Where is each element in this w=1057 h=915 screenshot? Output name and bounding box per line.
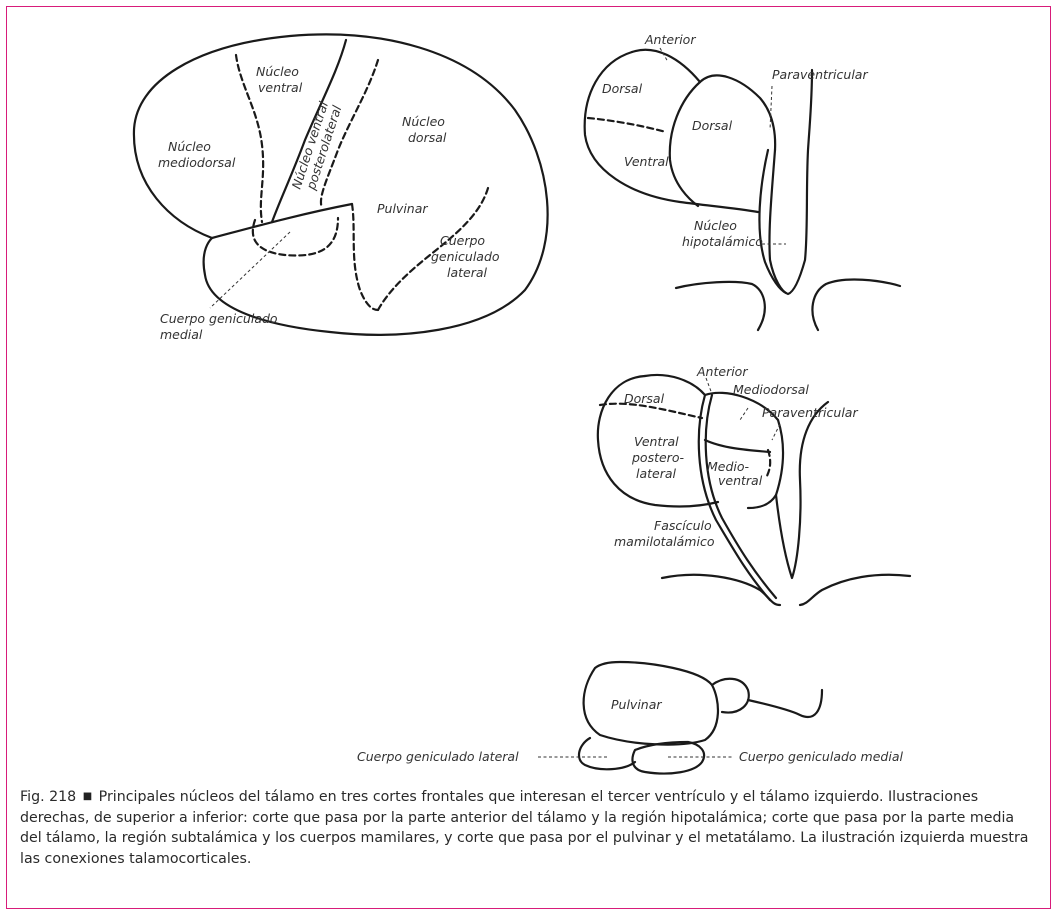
- s1-label-ventral: Ventral: [624, 154, 669, 169]
- label-nucleo-ventral-posterolateral: Núcleo ventral posterolateral: [289, 96, 346, 195]
- label-cuerpo-geniculado-lateral: Cuerpo geniculado lateral: [431, 233, 504, 280]
- anterior-leader-2: [706, 378, 712, 394]
- base-right-2: [800, 575, 910, 605]
- anterior-cap-1: [632, 50, 700, 82]
- label-nucleo-mediodorsal: Núcleo mediodorsal: [158, 139, 236, 170]
- caption-separator: ■: [81, 791, 94, 802]
- figure-number: Fig. 218: [20, 789, 76, 805]
- medial-geniculate-3: [632, 742, 704, 774]
- mamillothalamic-tract-2a: [699, 395, 770, 600]
- dorsal-right-outline-1: [700, 75, 775, 150]
- left-thalamus-illustration: [134, 34, 548, 334]
- s2-label-fasciculo-mamilotalamico: Fascículo mamilotalámico: [614, 518, 716, 549]
- label-pulvinar: Pulvinar: [377, 201, 428, 216]
- caption-text: Principales núcleos del tálamo en tres c…: [20, 789, 1029, 867]
- dorsal-ventral-boundary-1: [588, 118, 666, 132]
- label-nucleo-dorsal: Núcleo dorsal: [402, 114, 449, 145]
- s2-label-anterior: Anterior: [696, 364, 748, 379]
- label-nucleo-ventral: Núcleo ventral: [256, 64, 303, 95]
- thalamus-diagram: Núcleo ventral Núcleo ventral posterolat…: [0, 0, 1057, 780]
- s2-label-medioventral: Medio- ventral: [707, 459, 763, 488]
- lateral-geniculate-3: [579, 738, 635, 769]
- pulvinar-upper-boundary: [212, 204, 352, 238]
- medioventral-dash-2: [766, 450, 770, 478]
- medial-wall-3: [748, 690, 822, 717]
- pulvinar-lgn-boundary: [352, 204, 378, 310]
- s3-label-cuerpo-geniculado-medial: Cuerpo geniculado medial: [739, 749, 903, 764]
- base-left-1: [676, 282, 765, 330]
- s1-label-dorsal-right: Dorsal: [692, 118, 733, 133]
- s2-label-paraventricular: Paraventricular: [762, 405, 858, 420]
- paraventricular-leader-2: [772, 424, 780, 440]
- base-right-1: [812, 280, 900, 330]
- medial-geniculate-leader: [210, 232, 290, 308]
- s1-label-nucleo-hipotalamico: Núcleo hipotalámico: [682, 218, 763, 249]
- thalamus-outline: [134, 34, 548, 334]
- s3-label-pulvinar: Pulvinar: [611, 697, 662, 712]
- ventricle-wall-2: [776, 402, 828, 578]
- section-middle-illustration: [598, 375, 910, 605]
- label-cuerpo-geniculado-medial: Cuerpo geniculado medial: [160, 311, 282, 342]
- mediodorsal-leader-2: [740, 408, 748, 420]
- third-ventricle-wall-1: [769, 70, 812, 294]
- s1-label-paraventricular: Paraventricular: [772, 67, 868, 82]
- s2-label-mediodorsal: Mediodorsal: [733, 382, 809, 397]
- medioventral-outline-2: [705, 440, 770, 452]
- mamillothalamic-tract-2b: [706, 395, 776, 598]
- s3-label-cuerpo-geniculado-lateral: Cuerpo geniculado lateral: [357, 749, 519, 764]
- s1-label-anterior: Anterior: [644, 32, 696, 47]
- figure-caption: Fig. 218 ■ Principales núcleos del tálam…: [20, 787, 1030, 869]
- s2-label-ventral-posterolateral: Ventral postero- lateral: [631, 434, 688, 481]
- dorsal-medial-boundary-1: [670, 82, 700, 206]
- s1-label-dorsal-left: Dorsal: [602, 81, 643, 96]
- s2-label-dorsal: Dorsal: [624, 391, 665, 406]
